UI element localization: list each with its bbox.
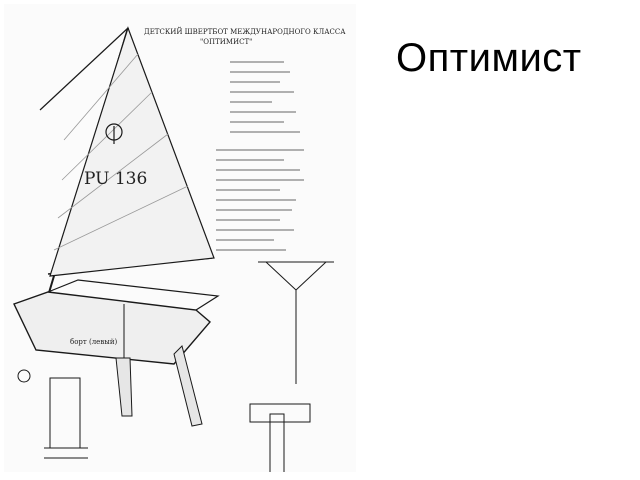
daggerboard — [115, 357, 133, 417]
blueprint-heading-line1: ДЕТСКИЙ ШВЕРТБОТ МЕЖДУНАРОДНОГО КЛАССА — [144, 27, 346, 36]
sprit — [39, 27, 129, 111]
blueprint-drawing: ДЕТСКИЙ ШВЕРТБОТ МЕЖДУНАРОДНОГО КЛАССА "… — [13, 26, 346, 472]
slide-title: Оптимист — [396, 36, 582, 80]
rudder — [173, 345, 203, 427]
hull-label: борт (левый) — [70, 338, 118, 346]
detail-mast-step — [17, 369, 88, 459]
sail-number: PU 136 — [84, 169, 147, 189]
sail — [49, 26, 215, 277]
optimist-blueprint-image: ДЕТСКИЙ ШВЕРТБОТ МЕЖДУНАРОДНОГО КЛАССА "… — [4, 4, 356, 472]
spec-text-block — [216, 61, 304, 251]
blueprint-heading-line2: "ОПТИМИСТ" — [200, 38, 252, 46]
detail-fittings — [249, 261, 334, 472]
